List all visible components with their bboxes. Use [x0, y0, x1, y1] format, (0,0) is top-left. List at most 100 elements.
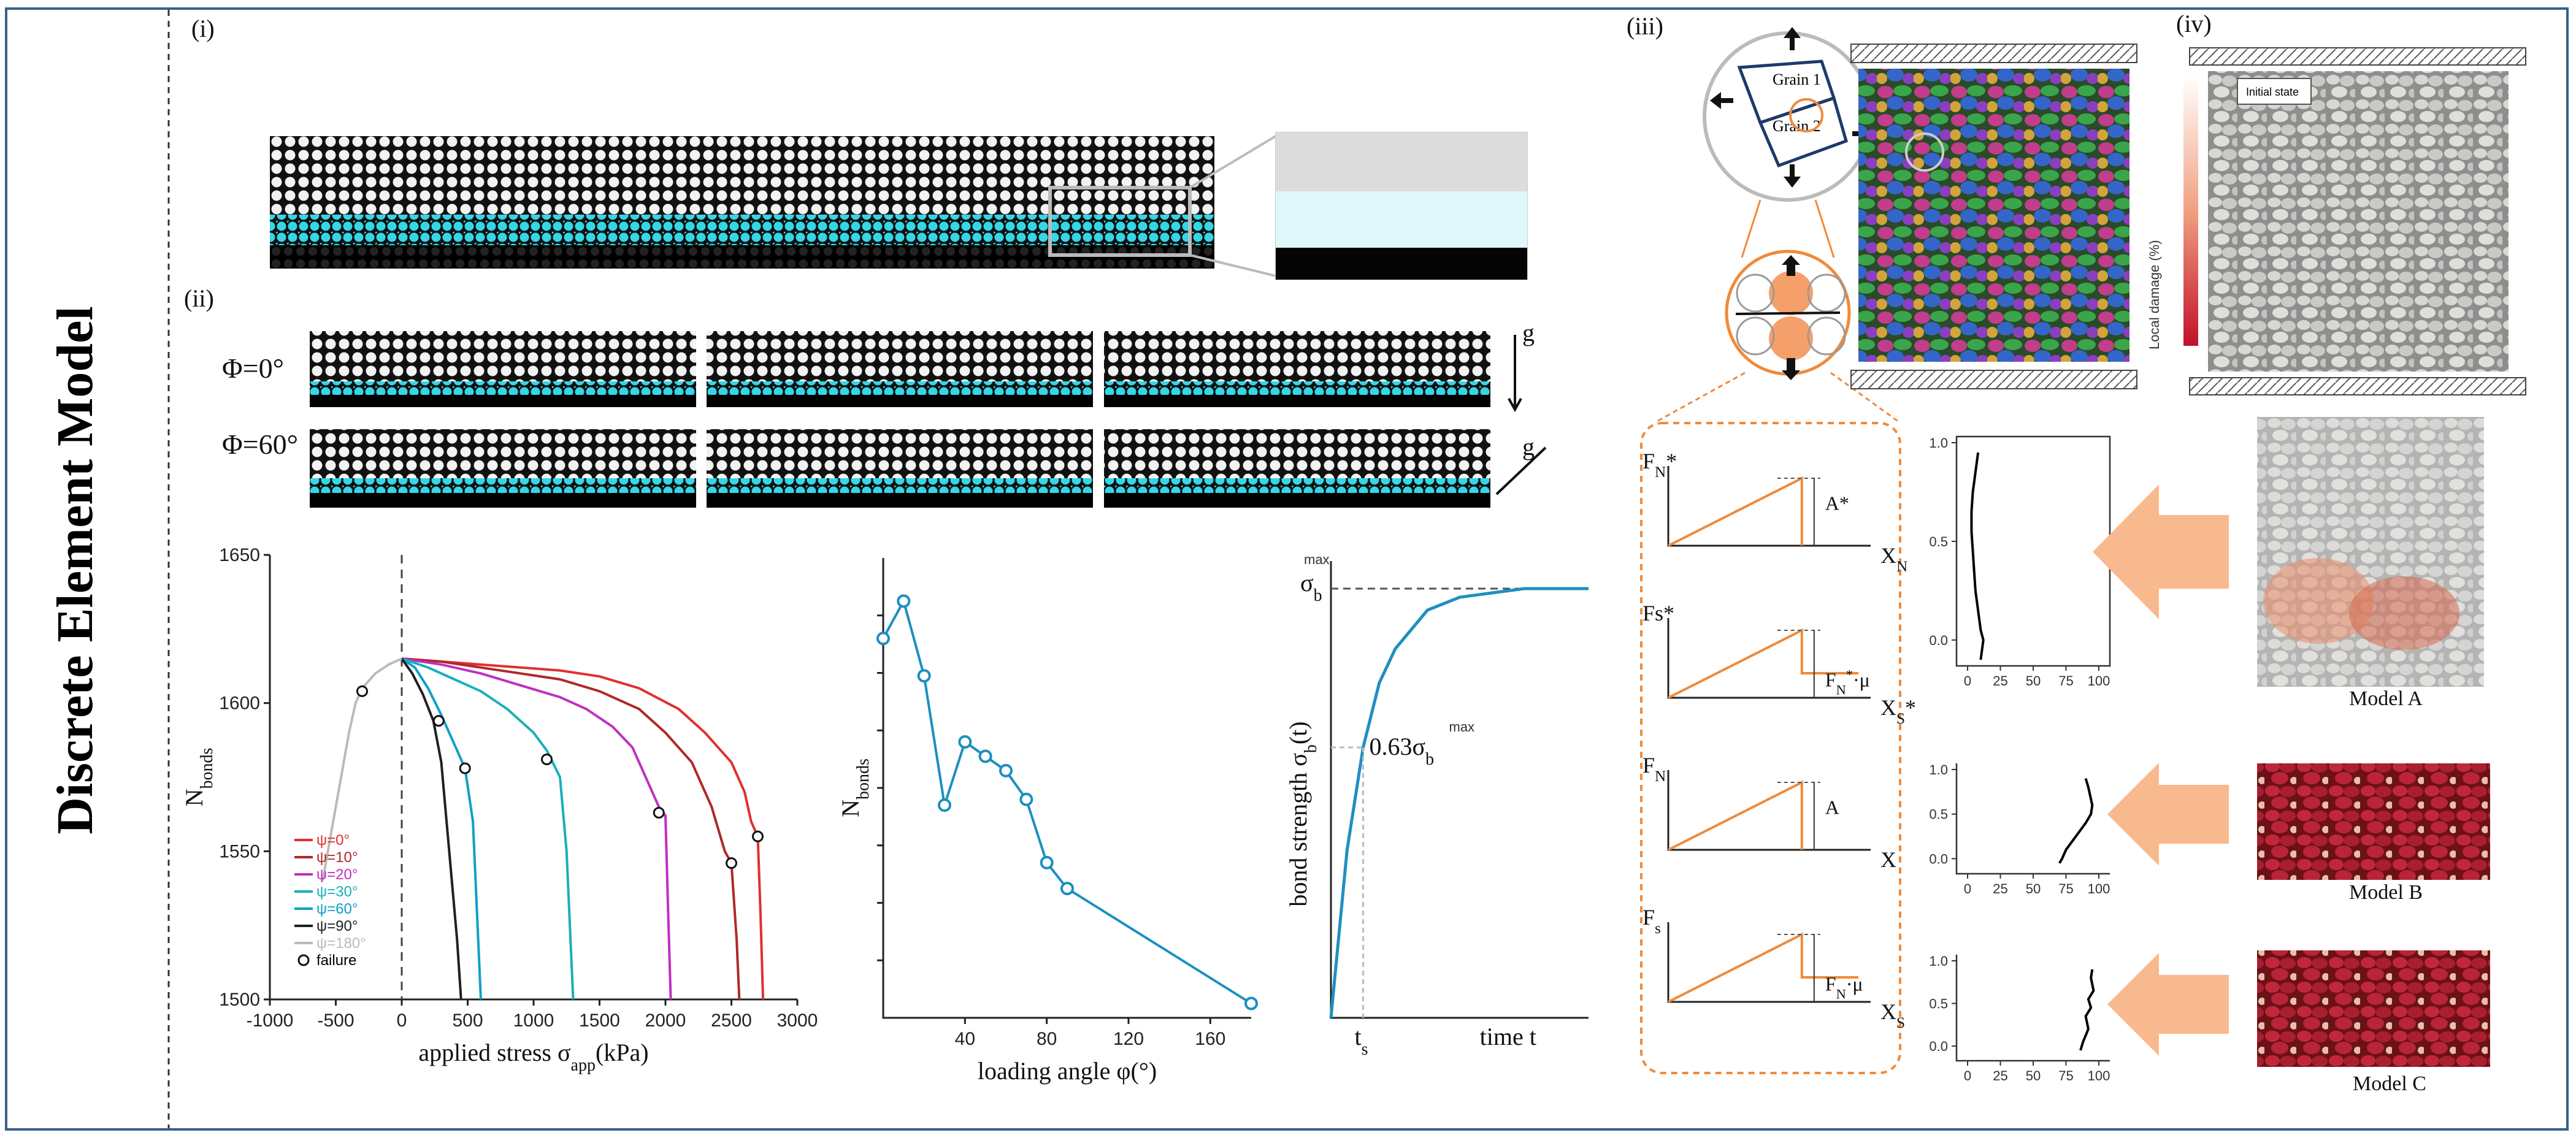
chart1-xtick-label: -500: [317, 1010, 354, 1031]
model-a-label: Model A: [2349, 687, 2423, 710]
profile-ytick-label: 1.0: [1929, 435, 1948, 451]
profile-line: [1970, 452, 1985, 660]
contact-laws-box: [1640, 422, 1901, 1074]
chart2-xlabel: loading angle φ(°): [978, 1057, 1157, 1085]
chart1-failure-marker: [752, 830, 764, 842]
profile-axes: [1955, 763, 2110, 875]
model-b-label: Model B: [2349, 881, 2423, 904]
chart2-point: [876, 632, 890, 646]
contact-zoom-circle: [1703, 31, 1873, 202]
law-y-label: Fs*: [1643, 601, 1674, 625]
profile-xtick-label: 75: [2058, 881, 2073, 896]
chart3-xlabel: time t: [1480, 1023, 1536, 1050]
model-c-label: Model C: [2353, 1072, 2426, 1095]
profile-xtick-label: 75: [2058, 673, 2073, 689]
chart1-legend-label: ψ=10°: [316, 849, 358, 866]
law-y-label: Fs: [1643, 905, 1661, 937]
chart1-xtick-label: 1000: [513, 1010, 554, 1031]
chart1-failure-marker: [653, 807, 665, 819]
side-title: Discrete Element Model: [47, 306, 104, 834]
chart1-failure-marker: [541, 754, 553, 765]
chart1-xlabel: applied stress σapp(kPa): [418, 1039, 648, 1075]
chart2-point: [1019, 792, 1033, 806]
panel-label-iii: (iii): [1627, 12, 1663, 40]
initial-state-label: Initial state: [2246, 86, 2299, 98]
law-curve: [1668, 628, 1858, 699]
model-a: Model A: [2257, 417, 2484, 710]
profile-xtick-label: 100: [2088, 881, 2110, 896]
chart1-xtick-label: 2000: [645, 1010, 686, 1031]
law-y-label: FN*: [1643, 449, 1677, 481]
chart2-point: [1244, 996, 1258, 1010]
law-curve: [1668, 932, 1858, 1003]
chart1-legend-label: ψ=90°: [316, 918, 358, 934]
chart1-legend-failure-marker: [297, 954, 310, 966]
profile-ytick-label: 0.0: [1929, 633, 1948, 648]
law-jump-label: FN*·μ: [1825, 666, 1870, 697]
profile-xtick-label: 25: [1993, 881, 2007, 896]
chart1-failure-marker: [356, 685, 368, 697]
chart2-point: [897, 594, 911, 608]
profile-ytick-label: 0.5: [1929, 996, 1948, 1012]
chart3-axes: [1330, 561, 1589, 1019]
chart1-xtick-label: 3000: [777, 1010, 818, 1031]
law-x-label: X: [1880, 847, 1896, 872]
profile-xtick-label: 75: [2058, 1068, 2073, 1083]
chart1-xtick-label: -1000: [247, 1010, 294, 1031]
contact-schematic: Grain 1 Grain 2: [1655, 27, 1899, 423]
chart2-axes: [882, 558, 1251, 1019]
profile-ytick-label: 0.5: [1929, 807, 1948, 822]
chart1-xtick-label: 0: [397, 1010, 407, 1031]
law-y-label: FN: [1643, 753, 1666, 785]
chart2-point: [958, 735, 972, 749]
chart3-max-sup: max: [1304, 552, 1330, 567]
phi0-label: Φ=0°: [222, 353, 284, 384]
chart2-point: [917, 669, 931, 683]
chart3-ts-label: ts: [1355, 1023, 1368, 1059]
chart3-sigma-max-label: σb: [1300, 569, 1322, 605]
profile-xtick-label: 0: [1964, 673, 1971, 689]
law-x-label: XS*: [1880, 695, 1916, 727]
profile-xtick-label: 50: [2026, 673, 2041, 689]
profile-xtick-label: 25: [1993, 1068, 2007, 1083]
chart1-ytick-label: 1650: [219, 545, 260, 565]
chart1-series-line: [401, 657, 575, 1000]
chart1-series-line: [401, 657, 765, 1000]
law-axes: [1667, 770, 1871, 851]
grain1-label: Grain 1: [1773, 71, 1821, 88]
profile-xtick-label: 0: [1964, 881, 1971, 896]
arrow-to-profile-a: [2093, 484, 2229, 619]
chart1-failure-marker: [432, 715, 445, 727]
chart2-point: [978, 749, 992, 763]
chart3-curve: [1329, 587, 1589, 1018]
grain2-label: Grain 2: [1773, 117, 1821, 135]
gravity-strips-ii: Φ=0° Φ=60° g g: [222, 319, 1547, 508]
zoom-box: [1048, 186, 1192, 257]
outer-frame: [5, 7, 2569, 1131]
profile-xtick-label: 100: [2088, 1068, 2110, 1083]
profile-xtick-label: 50: [2026, 1068, 2041, 1083]
chart1-xtick-label: 500: [452, 1010, 483, 1031]
chart1-legend-label: ψ=30°: [316, 884, 358, 900]
profile-ytick-label: 1.0: [1929, 953, 1948, 969]
law-x-label: XS: [1880, 999, 1905, 1031]
chart1-series-line: [401, 658, 462, 1000]
profile-ytick-label: 0.5: [1929, 534, 1948, 549]
chart2-xtick-label: 80: [1037, 1029, 1057, 1049]
profile-axes: [1955, 955, 2110, 1062]
panel-label-iv: (iv): [2176, 10, 2212, 37]
profile-line: [2079, 969, 2095, 1051]
phi60-label: Φ=60°: [222, 429, 298, 460]
profile-ytick-label: 0.0: [1929, 851, 1948, 866]
chart1-legend-failure-label: failure: [316, 952, 356, 969]
chart1-ylabel: Nbonds: [180, 748, 217, 807]
chart1-series-line: [401, 657, 482, 1000]
grain-assembly-colored: [1850, 44, 2137, 389]
profile-line: [2058, 777, 2094, 864]
zoom-inset-i: [1275, 132, 1528, 280]
